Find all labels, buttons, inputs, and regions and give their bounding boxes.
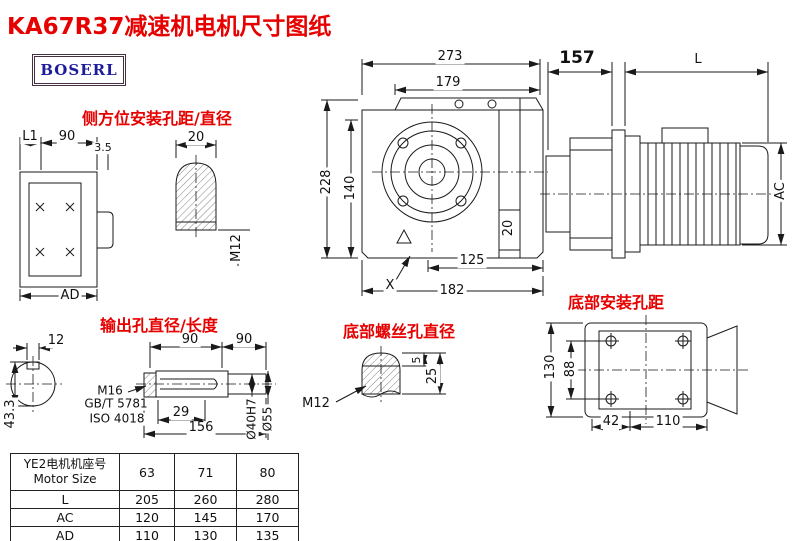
table-header-en: Motor Size	[33, 472, 97, 486]
dim-88: 88	[563, 358, 579, 380]
dim-182: 182	[437, 283, 467, 299]
dim-l: L	[692, 52, 704, 68]
view-bottom	[546, 315, 750, 431]
dim-29: 29	[170, 405, 192, 421]
view-front	[321, 59, 548, 296]
dim-slot-20: 20	[501, 217, 517, 239]
dim-5: 5	[410, 354, 424, 366]
dim-157: 157	[557, 48, 597, 69]
table-size-63: 63	[119, 453, 175, 491]
table-cell: 120	[119, 508, 175, 527]
dim-179: 179	[433, 75, 463, 91]
label-bottom-mount: 底部安装孔距	[568, 293, 665, 312]
dim-screw-m12: M12	[300, 396, 332, 412]
dim-3-5: 3.5	[92, 141, 114, 155]
table-cell: 170	[236, 508, 299, 527]
table-cell: 260	[174, 490, 237, 509]
table-row-header: YE2电机机座号 Motor Size 63 71 80	[10, 453, 299, 491]
table-row-ad: AD 110 130 135	[10, 526, 299, 541]
dim-110: 110	[653, 414, 683, 430]
table-label-ac: AC	[10, 508, 120, 527]
brand-logo-text: BOSERL	[40, 61, 118, 79]
dim-d40h7: Ø40H7	[244, 396, 259, 442]
dim-25: 25	[425, 365, 441, 387]
view-hole-detail	[175, 140, 250, 266]
page-title: KA67R37减速机电机尺寸图纸	[7, 14, 332, 40]
table-label-ad: AD	[10, 526, 120, 541]
dim-left-90: 90	[56, 129, 78, 145]
dim-42: 42	[600, 414, 622, 430]
table-cell: 130	[174, 526, 237, 541]
table-cell: 135	[236, 526, 299, 541]
table-cell: 110	[119, 526, 175, 541]
table-size-80: 80	[236, 453, 299, 491]
table-cell: 145	[174, 508, 237, 527]
dim-125: 125	[457, 253, 487, 269]
dim-l1: L1	[20, 129, 40, 145]
view-screw	[335, 346, 446, 403]
dim-gbt-5781: GB/T 5781	[82, 396, 150, 411]
dim-12: 12	[45, 333, 67, 349]
dim-d55: Ø55	[260, 404, 275, 434]
label-side-mount: 侧方位安装孔距/直径	[82, 109, 232, 128]
dim-140: 140	[343, 173, 359, 203]
dim-90b: 90	[233, 332, 255, 348]
table-header-cell: YE2电机机座号 Motor Size	[10, 453, 120, 491]
motor-size-table: YE2电机机座号 Motor Size 63 71 80 L 205 260 2…	[10, 453, 299, 541]
table-cell: 205	[119, 490, 175, 509]
table-row-l: L 205 260 280	[10, 490, 299, 509]
table-label-l: L	[10, 490, 120, 509]
table-header-cn: YE2电机机座号	[23, 457, 107, 471]
dim-x-mark: X	[383, 278, 397, 294]
dim-ac: AC	[773, 180, 789, 202]
table-size-71: 71	[174, 453, 237, 491]
dim-iso-4018: ISO 4018	[87, 411, 147, 426]
dim-130: 130	[543, 352, 559, 382]
dim-hole-m12: M12	[229, 232, 245, 264]
dim-90a: 90	[179, 332, 201, 348]
dim-273: 273	[435, 49, 465, 65]
dim-43-3: 43.3	[3, 397, 19, 431]
brand-logo: BOSERL	[32, 54, 126, 86]
dim-156: 156	[186, 420, 216, 436]
view-motor	[540, 62, 787, 259]
table-cell: 280	[236, 490, 299, 509]
dim-m16: M16	[95, 383, 125, 398]
dim-hole-20: 20	[185, 130, 207, 146]
table-row-ac: AC 120 145 170	[10, 508, 299, 527]
dim-228: 228	[319, 167, 335, 197]
label-output-hole: 输出孔直径/长度	[100, 316, 218, 335]
view-left-side	[19, 137, 114, 301]
dim-ad: AD	[58, 288, 82, 304]
label-bottom-screw: 底部螺丝孔直径	[343, 322, 456, 341]
